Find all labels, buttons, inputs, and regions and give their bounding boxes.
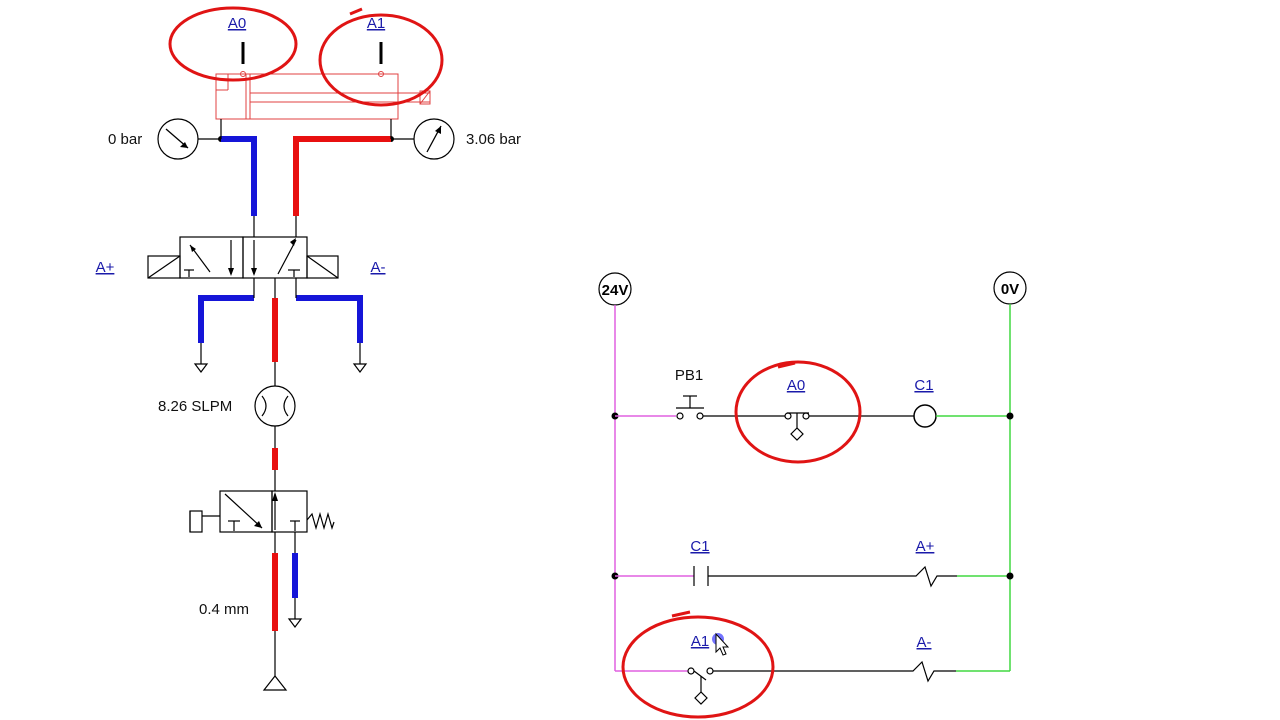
directional-valve-5-2[interactable] [147,236,339,279]
pb1-label: PB1 [675,367,703,384]
exhaust-line-right [296,295,363,343]
orifice-readout: 0.4 mm [199,601,249,618]
coil-c1-label[interactable]: C1 [914,377,933,394]
gauge-right-readout: 3.06 bar [466,131,521,148]
sensor-contact-a0[interactable] [784,412,810,441]
cylinder-port-left-line [221,136,257,216]
solenoid-a-minus[interactable] [893,660,956,683]
contact-a0-label[interactable]: A0 [787,377,805,394]
annotation-circle-a1 [318,13,444,107]
sensor-a0-label[interactable]: A0 [228,15,246,32]
valve-solenoid-a-plus[interactable]: A+ [96,259,115,276]
exhaust-left-icon [193,363,209,373]
solenoid-a-plus-label[interactable]: A+ [916,538,935,555]
annotation-circle-a0 [168,6,298,82]
cylinder-port-right-line [293,136,391,216]
mouse-cursor-icon [712,632,730,656]
rail-24v-label: 24V [602,282,629,299]
sensor-a1-label[interactable]: A1 [367,15,385,32]
exhaust-bottom-icon [287,618,303,628]
relay-coil-c1[interactable] [913,404,937,428]
flow-meter-readout: 8.26 SLPM [158,398,232,415]
sensor-contact-a1[interactable] [687,667,714,705]
contact-a1-label[interactable]: A1 [691,633,709,650]
contact-c1-label[interactable]: C1 [690,538,709,555]
exhaust-right-icon [352,363,368,373]
manual-valve-3-2[interactable] [189,490,335,533]
solenoid-a-minus-label[interactable]: A- [917,634,932,651]
pressure-gauge-left [157,118,224,160]
flow-meter [254,385,296,427]
exhaust-line-left [198,295,254,343]
pressure-gauge-right [388,118,455,160]
sensor-a1-marker [378,42,384,77]
gauge-left-readout: 0 bar [108,131,142,148]
pushbutton-pb1[interactable] [676,395,704,420]
air-supply-icon [262,675,288,691]
sensor-a0-marker [240,42,246,77]
rail-0v-label: 0V [1001,281,1019,298]
annotation-circle-contact-a1 [621,615,775,719]
valve-solenoid-a-minus[interactable]: A- [371,259,386,276]
annotation-circle-contact-a0 [734,360,862,464]
double-acting-cylinder[interactable] [215,73,431,120]
relay-contact-c1[interactable] [693,566,709,586]
solenoid-a-plus[interactable] [896,565,957,588]
